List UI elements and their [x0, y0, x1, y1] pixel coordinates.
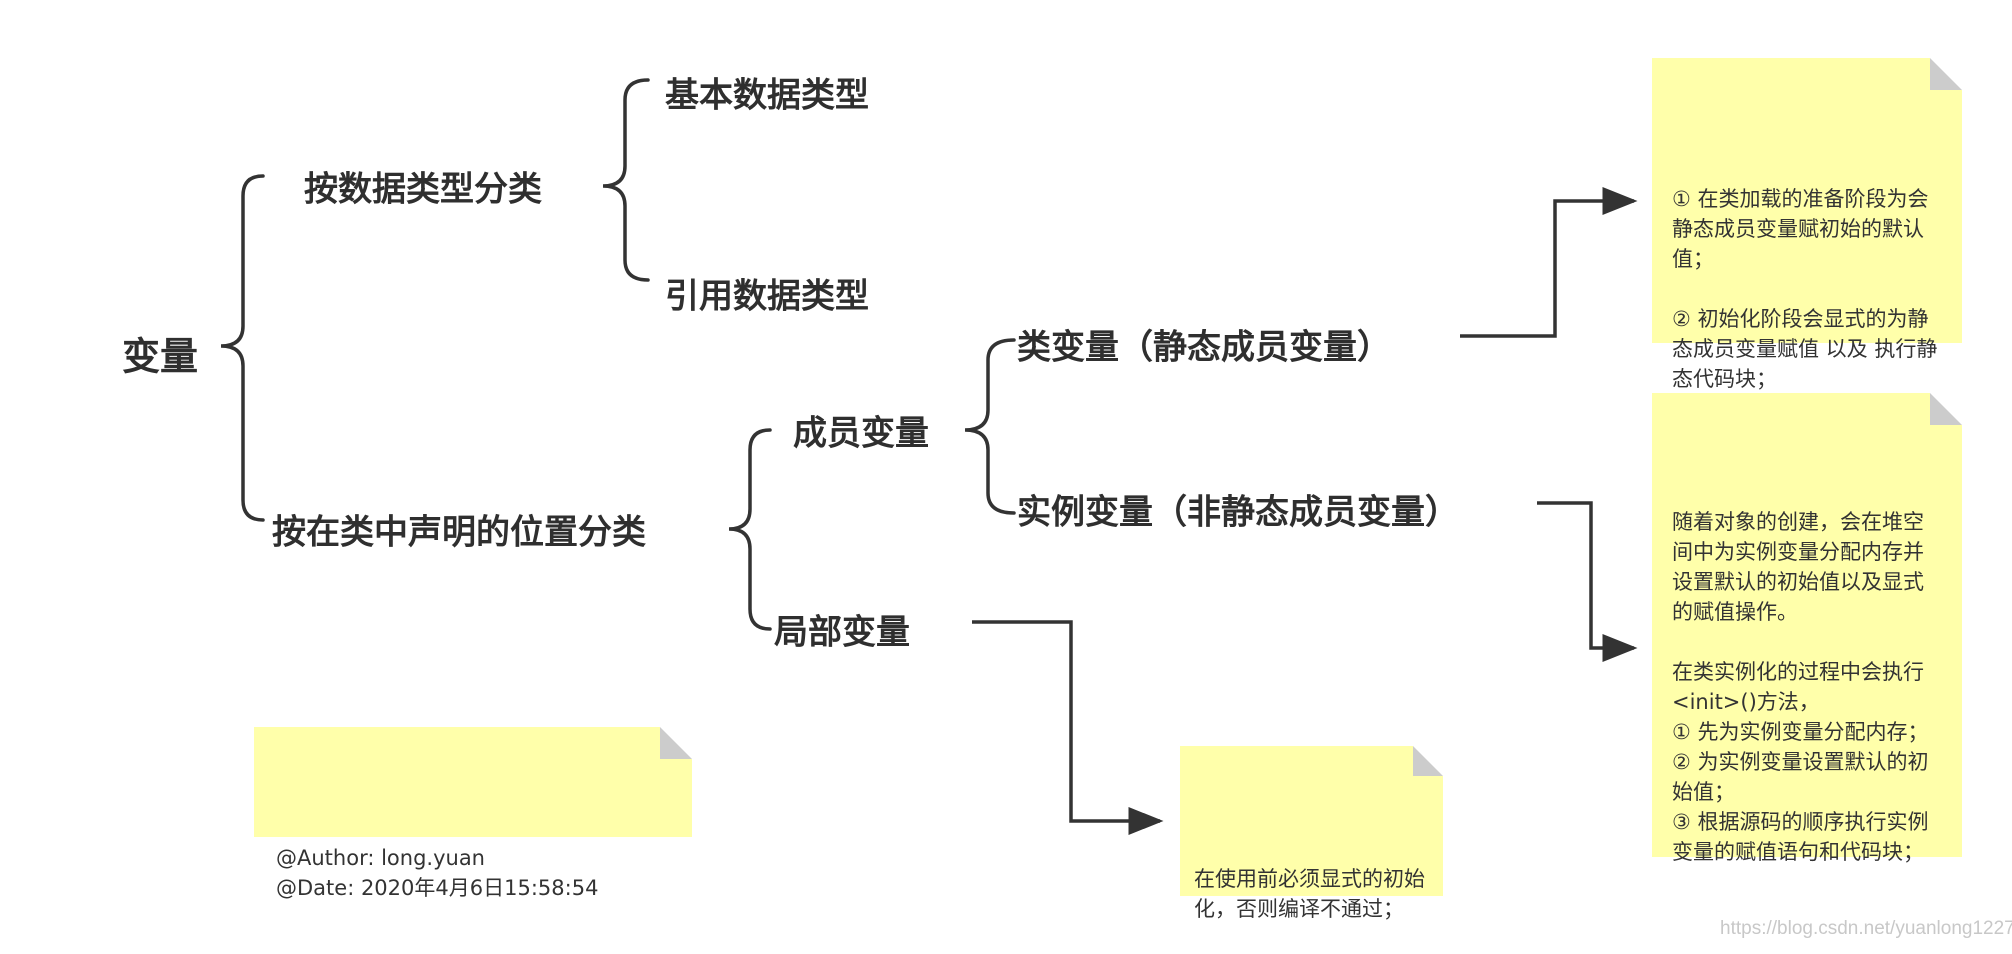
brace-by-position — [728, 428, 772, 631]
note-author: @Author: long.yuan @Date: 2020年4月6日15:58… — [254, 727, 692, 900]
arrow-class-var — [1460, 187, 1638, 338]
note-fold — [1930, 393, 1962, 425]
note-text: 随着对象的创建，会在堆空间中为实例变量分配内存并设置默认的初始值以及显式的赋值操… — [1672, 510, 1929, 864]
note-fold — [1930, 58, 1962, 90]
note-text: @Author: long.yuan @Date: 2020年4月6日15:58… — [276, 846, 599, 900]
node-member: 成员变量 — [793, 413, 929, 454]
brace-root — [220, 174, 265, 522]
node-instance-var: 实例变量（非静态成员变量） — [1017, 492, 1459, 533]
node-reference: 引用数据类型 — [665, 276, 869, 317]
note-local-var: 在使用前必须显式的初始化，否则编译不通过； — [1180, 746, 1443, 921]
node-by-type: 按数据类型分类 — [304, 169, 542, 210]
node-primitive: 基本数据类型 — [665, 75, 869, 116]
arrow-local-var — [972, 620, 1164, 835]
node-local: 局部变量 — [774, 612, 910, 653]
watermark: https://blog.csdn.net/yuanlong122716 — [1720, 918, 2012, 939]
node-by-position: 按在类中声明的位置分类 — [272, 512, 646, 553]
note-text: ① 在类加载的准备阶段为会静态成员变量赋初始的默认值； ② 初始化阶段会显式的为… — [1672, 187, 1938, 391]
note-text: 在使用前必须显式的初始化，否则编译不通过； — [1194, 867, 1425, 921]
node-class-var: 类变量（静态成员变量） — [1017, 327, 1391, 368]
note-fold — [1413, 746, 1443, 776]
brace-member — [964, 338, 1016, 515]
note-class-var: ① 在类加载的准备阶段为会静态成员变量赋初始的默认值； ② 初始化阶段会显式的为… — [1652, 58, 1962, 391]
arrow-instance-var — [1537, 501, 1638, 662]
brace-by-type — [602, 78, 650, 282]
note-fold — [660, 727, 692, 759]
node-root: 变量 — [122, 334, 199, 379]
note-instance-var: 随着对象的创建，会在堆空间中为实例变量分配内存并设置默认的初始值以及显式的赋值操… — [1652, 393, 1962, 864]
